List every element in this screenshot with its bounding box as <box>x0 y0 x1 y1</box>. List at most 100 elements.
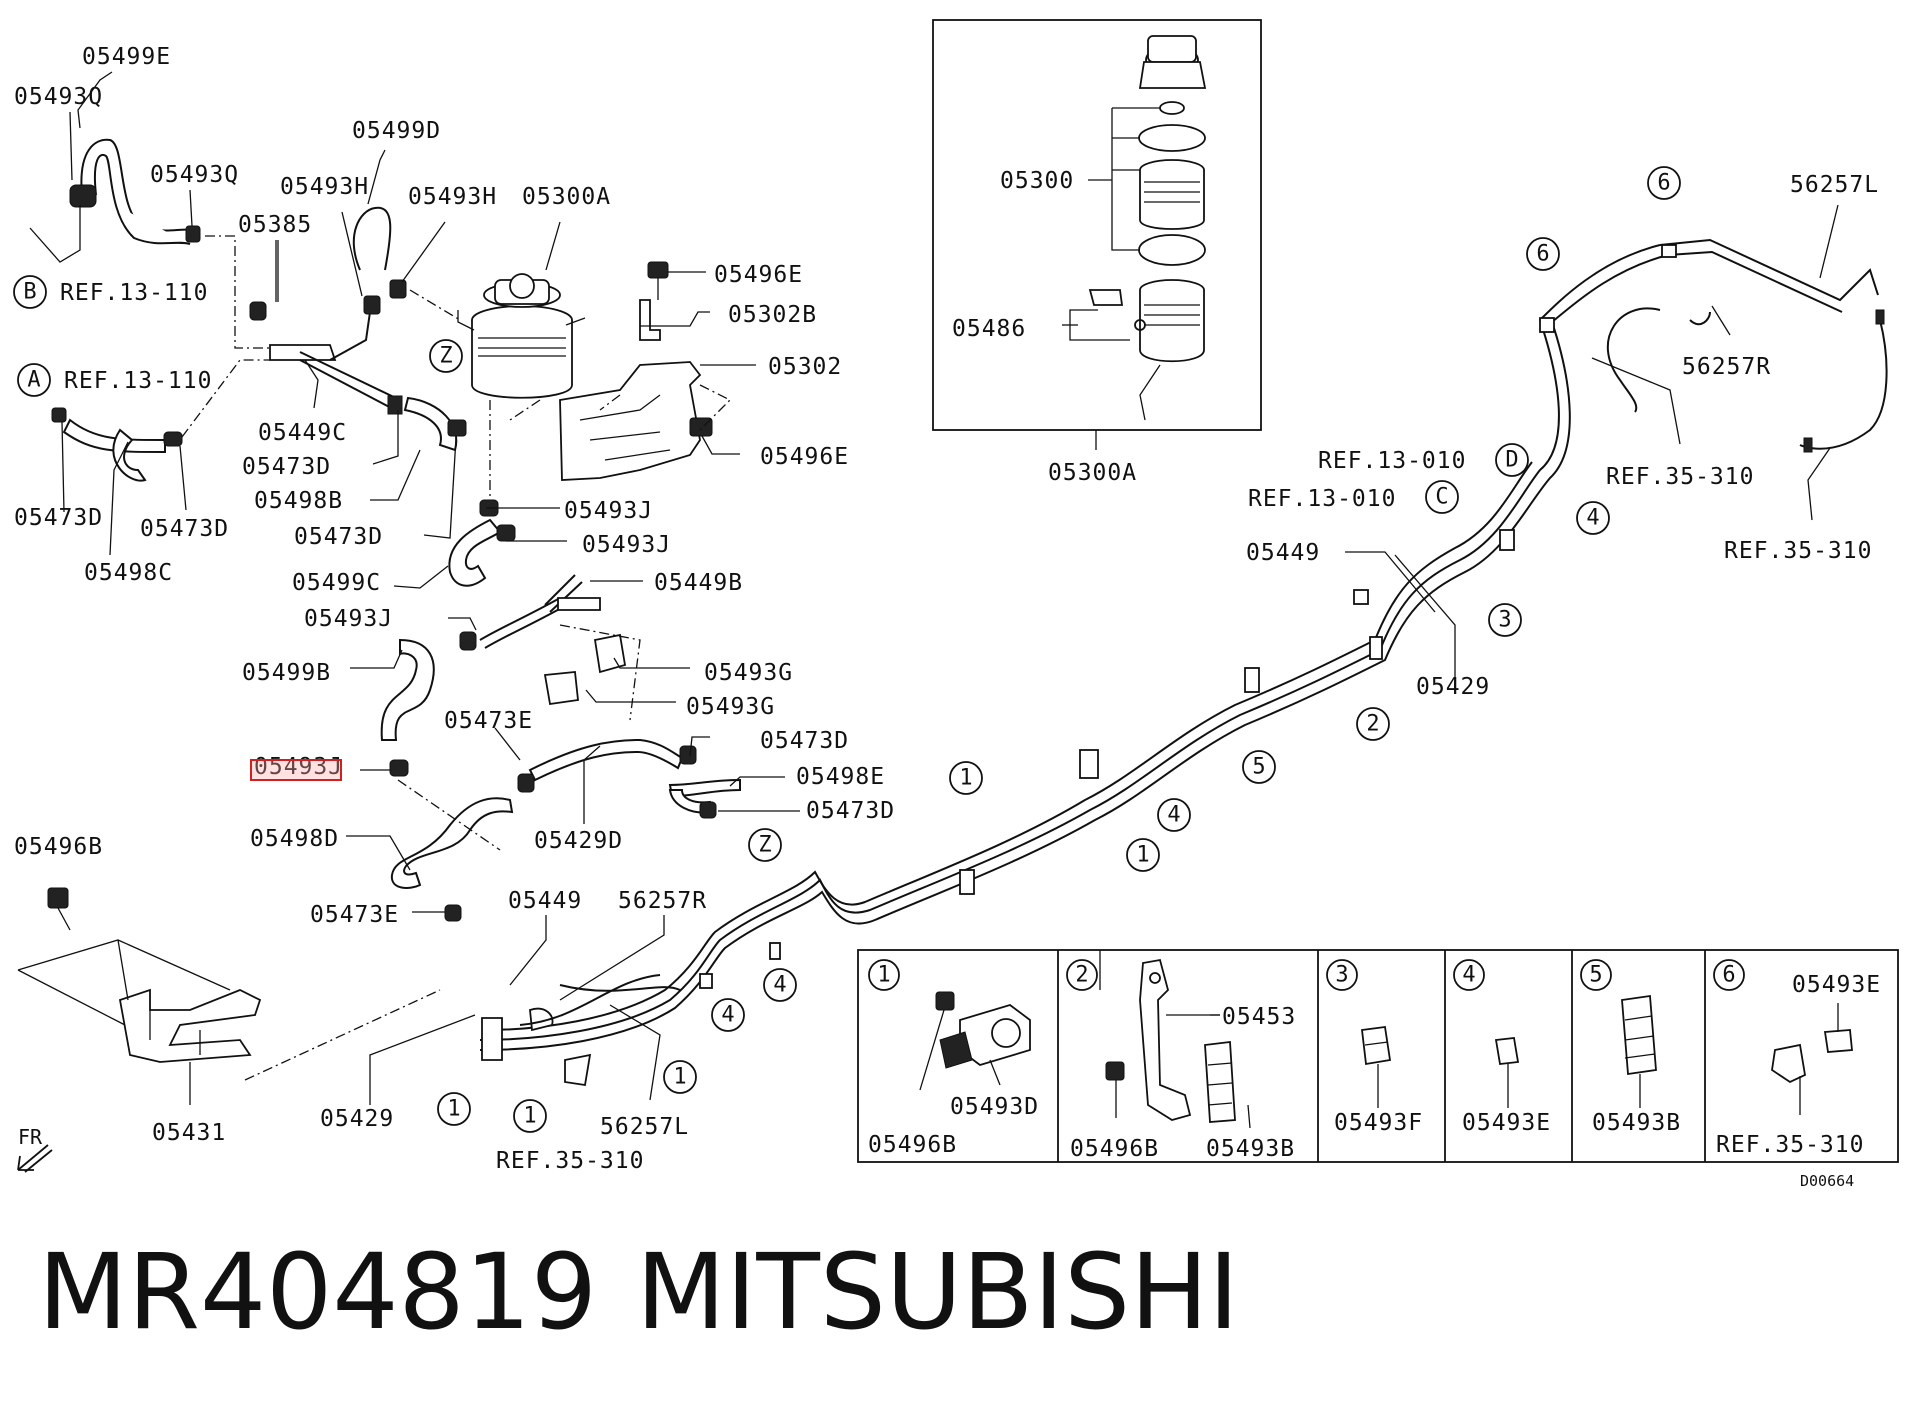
ref-13-110-a: REF.13-110 <box>64 368 212 394</box>
clamp-3-num: 3 <box>1498 608 1511 633</box>
label-05473D-d: 05473D <box>140 516 229 542</box>
reference-labels: REF.13-110 REF.13-110 REF.35-310 REF.35-… <box>60 280 1872 1174</box>
detail-5-num: 5 <box>1589 963 1602 988</box>
label-05499E: 05499E <box>82 44 171 70</box>
label-05453: 05453 <box>1222 1004 1296 1030</box>
label-05498E: 05498E <box>796 764 885 790</box>
label-05493G-a: 05493G <box>704 660 793 686</box>
line-clamps <box>699 244 1677 989</box>
clamp-4-marker-c <box>763 968 797 1002</box>
detail-6-marker <box>1713 959 1745 991</box>
label-05493Q-b: 05493Q <box>150 162 239 188</box>
label-05498C: 05498C <box>84 560 173 586</box>
clamp-5-num: 5 <box>1252 755 1265 780</box>
part-labels: 05499E 05493Q 05493Q 05499D 05493H 05493… <box>14 44 1881 1162</box>
leader-lines <box>61 71 1839 1105</box>
label-05493E-box6: 05493E <box>1792 972 1881 998</box>
diagram-code: D00664 <box>1800 1172 1854 1190</box>
label-05473D-f: 05473D <box>806 798 895 824</box>
label-05499D: 05499D <box>352 118 441 144</box>
label-05429-lower: 05429 <box>320 1106 394 1132</box>
label-05498D: 05498D <box>250 826 339 852</box>
label-05493F: 05493F <box>1334 1110 1423 1136</box>
main-fuel-lines <box>479 238 1888 1087</box>
label-05300A-inset: 05300A <box>1048 460 1137 486</box>
callout-d-circle: D <box>1495 443 1529 477</box>
label-05493Q-a: 05493Q <box>14 84 103 110</box>
label-05300-inset: 05300 <box>1000 168 1074 194</box>
ref-35-310-right-b: REF.35-310 <box>1724 538 1872 564</box>
label-05449-right: 05449 <box>1246 540 1320 566</box>
label-05493J-b: 05493J <box>582 532 671 558</box>
ref-35-310-right-a: REF.35-310 <box>1606 464 1754 490</box>
clamp-1-marker-e <box>437 1092 471 1126</box>
label-05493G-b: 05493G <box>686 694 775 720</box>
mid-hose-group <box>360 499 741 922</box>
ref-13-010-d: REF.13-010 <box>1318 448 1466 474</box>
clamp-4-num-c: 4 <box>773 973 786 998</box>
clamp-4-marker-b <box>1157 798 1191 832</box>
label-05493B-box2: 05493B <box>1206 1136 1295 1162</box>
label-05302: 05302 <box>768 354 842 380</box>
part-number-title: MR404819 <box>38 1231 597 1353</box>
label-05473D-b: 05473D <box>294 524 383 550</box>
clamp-4-num-b: 4 <box>1167 803 1180 828</box>
ref-13-110-b: REF.13-110 <box>60 280 208 306</box>
callout-c-circle: C <box>1425 480 1459 514</box>
label-05493H-b: 05493H <box>408 184 497 210</box>
detail-1-num: 1 <box>877 963 890 988</box>
bracket-05431 <box>17 887 441 1105</box>
ref-35-310-box6: REF.35-310 <box>1716 1132 1864 1158</box>
clamp-6-marker-b <box>1526 237 1560 271</box>
clamp-1-num-c: 1 <box>673 1065 686 1090</box>
label-05473E-b: 05473E <box>310 902 399 928</box>
detail-6-num: 6 <box>1722 963 1735 988</box>
label-56257L-right: 56257L <box>1790 172 1879 198</box>
label-05499C: 05499C <box>292 570 381 596</box>
clamp-5-marker <box>1242 750 1276 784</box>
detail-2-num: 2 <box>1075 963 1088 988</box>
front-direction-arrow <box>17 1144 53 1173</box>
highlighted-label-box <box>250 759 342 781</box>
inset-filter-exploded <box>932 19 1262 450</box>
clamp-1-marker-d <box>513 1099 547 1133</box>
callout-d-label: D <box>1505 448 1518 473</box>
callout-b-circle: B <box>13 275 47 309</box>
label-05486: 05486 <box>952 316 1026 342</box>
clamp-1-marker-a <box>1126 838 1160 872</box>
callout-c-label: C <box>1435 485 1448 510</box>
label-05429-right: 05429 <box>1416 674 1490 700</box>
detail-3-num: 3 <box>1335 963 1348 988</box>
clamp-1-num-d: 1 <box>523 1104 536 1129</box>
clamp-2-marker <box>1356 707 1390 741</box>
label-05493D: 05493D <box>950 1094 1039 1120</box>
label-05449C: 05449C <box>258 420 347 446</box>
label-05493J-a: 05493J <box>564 498 653 524</box>
detail-2-marker <box>1066 959 1098 991</box>
label-05431: 05431 <box>152 1120 226 1146</box>
label-05449-lower: 05449 <box>508 888 582 914</box>
label-05493B-box5: 05493B <box>1592 1110 1681 1136</box>
clamp-1-num-a: 1 <box>1136 843 1149 868</box>
label-05493E-box4: 05493E <box>1462 1110 1551 1136</box>
callout-b-label: B <box>23 280 36 305</box>
label-56257R-right: 56257R <box>1682 354 1771 380</box>
label-05385: 05385 <box>238 212 312 238</box>
label-05496B-left: 05496B <box>14 834 103 860</box>
clamp-1-num-e: 1 <box>447 1097 460 1122</box>
clamp-4-marker-a <box>1576 501 1610 535</box>
detail-box-panel <box>857 949 1899 1163</box>
ref-35-310-lower: REF.35-310 <box>496 1148 644 1174</box>
callout-circles: B A Z Z C D 6 6 4 3 2 5 4 1 1 4 4 1 1 1 … <box>13 166 1745 1133</box>
brand-title: MITSUBISHI <box>636 1231 1239 1353</box>
callout-z-lower: Z <box>748 828 782 862</box>
detail-5-marker <box>1580 959 1612 991</box>
fuel-filter-assembly <box>457 273 586 500</box>
label-05499B: 05499B <box>242 660 331 686</box>
detail-4-num: 4 <box>1462 963 1475 988</box>
callout-a-circle: A <box>17 363 51 397</box>
label-05496B-box1: 05496B <box>868 1132 957 1158</box>
ref-13-010-c: REF.13-010 <box>1248 486 1396 512</box>
label-05473D-a: 05473D <box>242 454 331 480</box>
clamp-3-marker <box>1488 603 1522 637</box>
